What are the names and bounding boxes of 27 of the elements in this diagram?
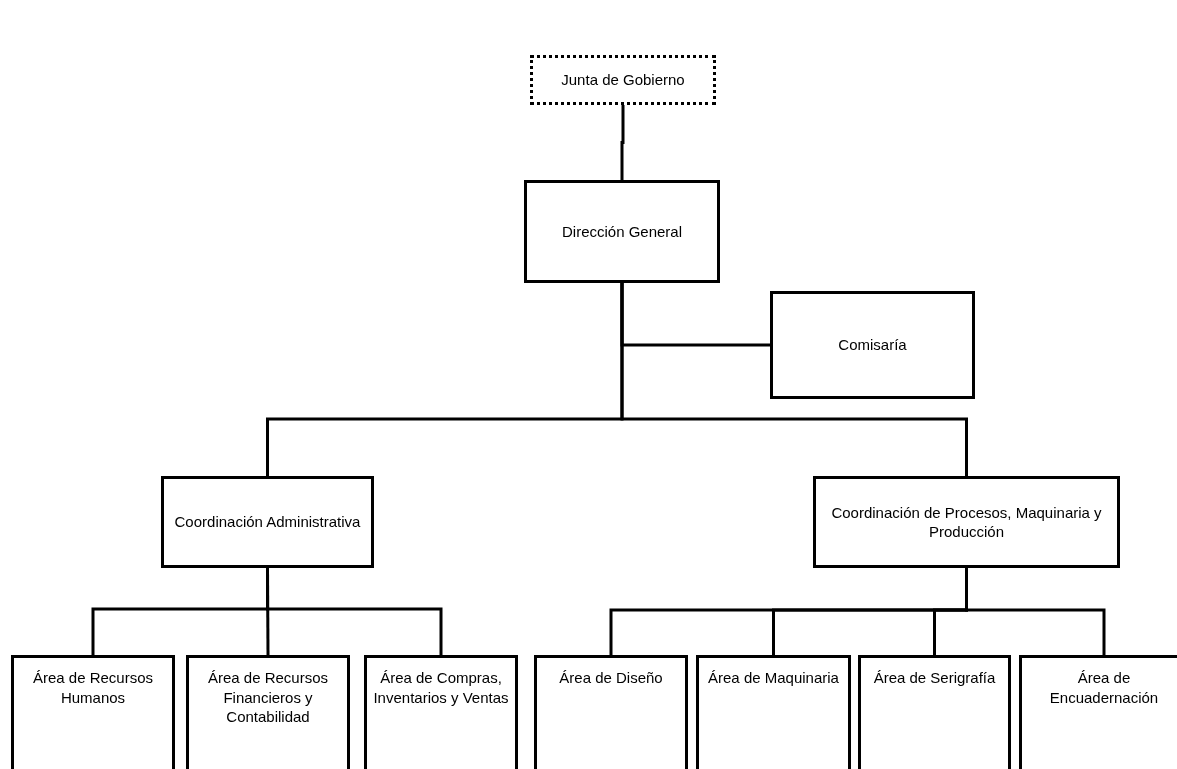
connector-line bbox=[620, 283, 968, 476]
box-label: Área de Compras, Inventarios y Ventas bbox=[373, 668, 509, 707]
org-box bbox=[524, 180, 720, 283]
org-box bbox=[11, 655, 175, 769]
box-label: Dirección General bbox=[561, 221, 683, 242]
org-box bbox=[770, 291, 975, 399]
connector-line bbox=[965, 568, 1106, 655]
box-label: Coordinación de Procesos, Maquinaria y Producción bbox=[830, 502, 1103, 542]
box-label: Área de Serigrafía bbox=[873, 668, 996, 688]
box-label: Coordinación Administrativa bbox=[174, 512, 361, 532]
box-label: Comisaría bbox=[838, 335, 907, 355]
box-label: Área de Diseño bbox=[559, 668, 663, 688]
box-label: Área de Recursos Humanos bbox=[31, 668, 155, 707]
org-box bbox=[534, 655, 688, 769]
box-label: Área de Recursos Financieros y Contabilidad bbox=[206, 668, 330, 727]
org-box bbox=[696, 655, 851, 769]
org-box bbox=[186, 655, 350, 769]
org-box bbox=[364, 655, 518, 769]
org-box bbox=[813, 476, 1120, 568]
org-box bbox=[161, 476, 374, 568]
org-box bbox=[1019, 655, 1177, 769]
org-box bbox=[530, 55, 716, 105]
org-box bbox=[858, 655, 1011, 769]
box-label: Área de Maquinaria bbox=[708, 668, 839, 688]
connector-line bbox=[620, 105, 625, 180]
box-label: Área de Encuadernación bbox=[1048, 668, 1160, 707]
box-label: Junta de Gobierno bbox=[561, 70, 685, 90]
